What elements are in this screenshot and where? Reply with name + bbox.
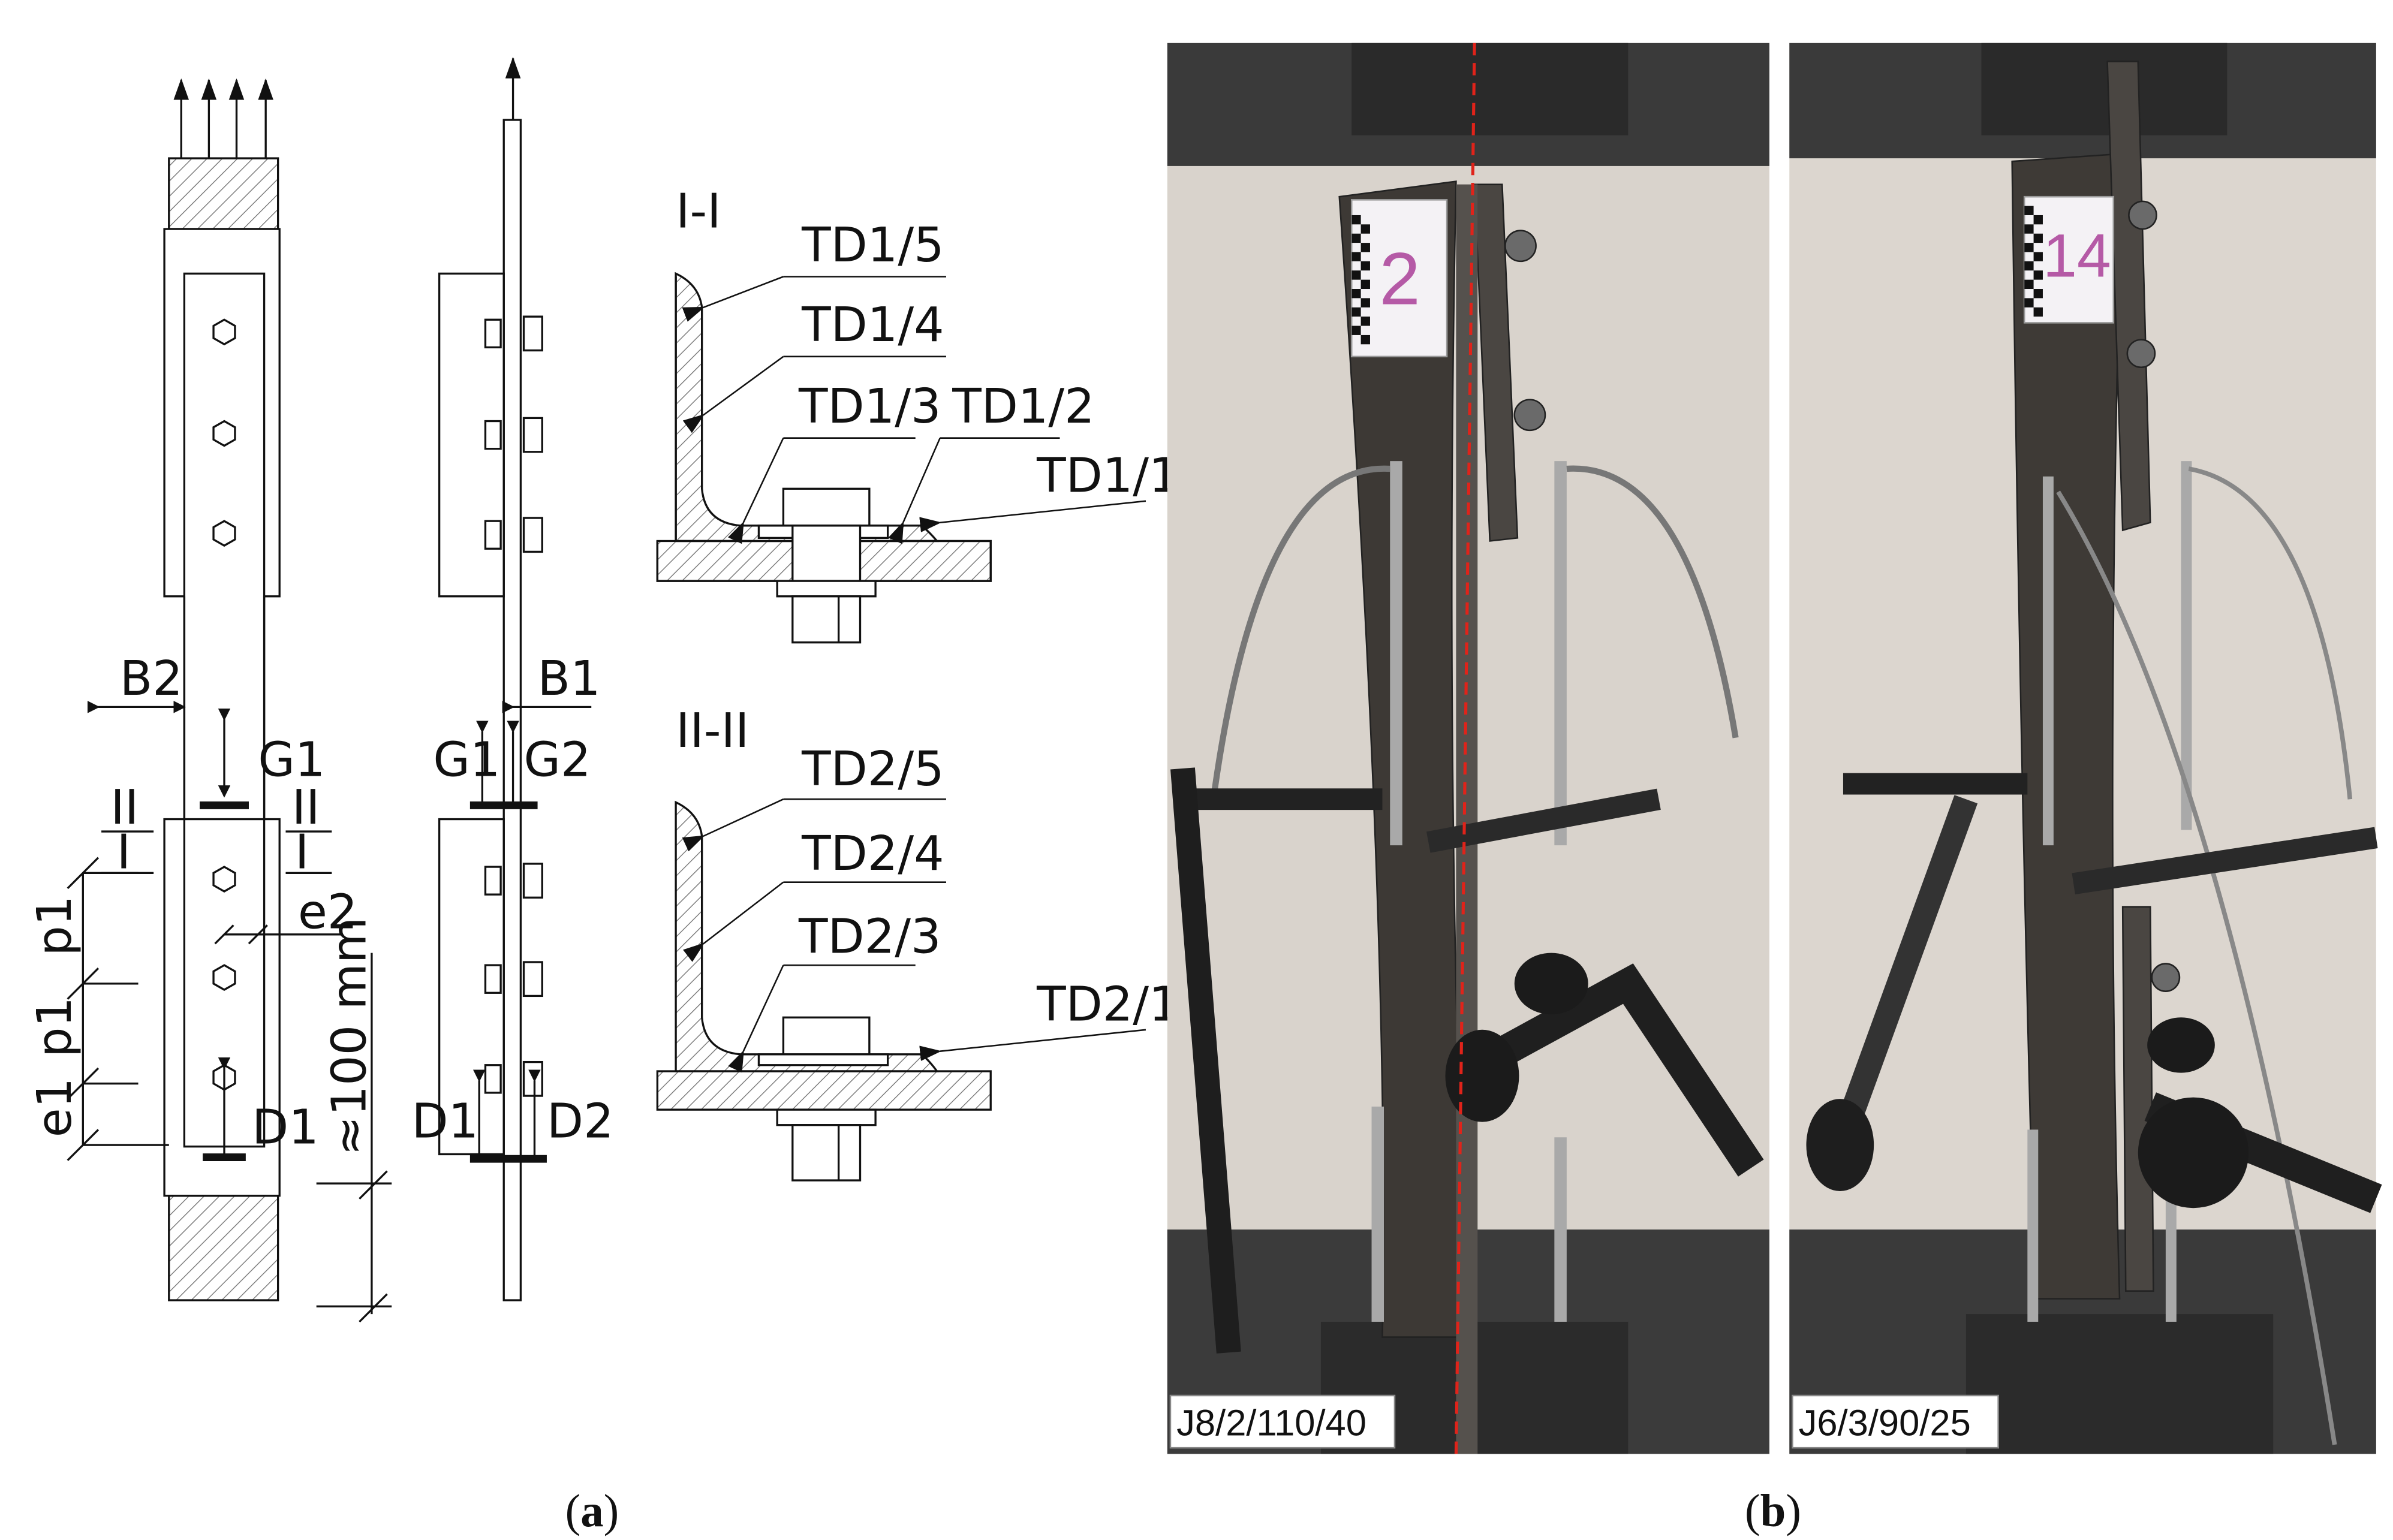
deformation-reference-line <box>1454 43 1476 1454</box>
section-I-drawing <box>656 272 1146 644</box>
front-view-labels: B2 G1 II II I I e2 p1 p1 e1 D1 <box>26 650 357 1155</box>
section-II-sensor-leaders <box>682 798 1146 1073</box>
label-G2-side: G2 <box>524 732 591 788</box>
section-I-labels: I-I TD1/5 TD1/4 TD1/3 TD1/2 TD1/1 <box>676 183 1179 503</box>
label-B2: B2 <box>120 650 183 706</box>
label-I-left: I <box>117 824 131 880</box>
side-bolts <box>484 315 543 1097</box>
label-dim-100mm: ≈100 mm <box>321 917 377 1156</box>
label-TD2-1: TD2/1 <box>1036 976 1179 1032</box>
label-e1: e1 <box>26 1078 82 1137</box>
label-p1-top: p1 <box>26 896 82 956</box>
section-II-drawing <box>656 798 1146 1182</box>
central-strip <box>183 272 266 1148</box>
section-II-title: II-II <box>676 703 749 758</box>
label-TD1-1: TD1/1 <box>1036 447 1179 503</box>
label-D2-side: D2 <box>547 1093 614 1149</box>
marker-number-2: 14 <box>2043 221 2111 290</box>
side-upper-plate <box>438 272 505 598</box>
specimen-label-1: J8/2/110/40 <box>1176 1403 1366 1444</box>
side-lower-plate <box>438 818 505 1156</box>
caption-b: (b) <box>1745 1485 1801 1536</box>
side-strip <box>502 119 522 1301</box>
front-view-diagram <box>67 78 341 1301</box>
lower-grip <box>168 1195 279 1301</box>
section-II-labels: II-II TD2/5 TD2/4 TD2/3 TD2/1 <box>676 703 1179 1032</box>
label-II-right: II <box>292 779 320 835</box>
label-TD2-4: TD2/4 <box>801 825 944 881</box>
caption-a: (a) <box>565 1485 619 1536</box>
label-D1-front: D1 <box>252 1099 319 1155</box>
label-TD1-3: TD1/3 <box>798 378 941 434</box>
label-p1-bottom: p1 <box>26 997 82 1057</box>
label-TD2-3: TD2/3 <box>798 909 941 965</box>
label-G1-front: G1 <box>258 732 325 788</box>
side-view-labels: B1 G1 G2 D1 D2 ≈100 mm <box>321 650 614 1156</box>
label-TD2-5: TD2/5 <box>801 741 944 797</box>
section-I-title: I-I <box>676 183 721 239</box>
tension-arrows-icon <box>173 78 273 159</box>
label-B1: B1 <box>538 650 601 706</box>
marker-number-1: 2 <box>1379 239 1420 321</box>
upper-grip <box>168 157 279 230</box>
section-I-sensor-leaders <box>682 276 1146 544</box>
label-TD1-5: TD1/5 <box>801 217 944 273</box>
specimen-label-2: J6/3/90/25 <box>1799 1403 1971 1444</box>
label-D1-side: D1 <box>412 1093 479 1149</box>
label-G1-side: G1 <box>433 732 500 788</box>
label-TD1-2: TD1/2 <box>952 378 1094 434</box>
photo-specimen-2: 14 J6/3/90/25 <box>1789 43 2382 1454</box>
side-view-diagram <box>316 56 592 1323</box>
bolt-holes <box>212 318 236 1091</box>
label-e2: e2 <box>298 884 357 940</box>
label-II-left: II <box>110 779 139 835</box>
photo-specimen-1: 2 J8/2/110/40 <box>1167 43 1769 1454</box>
label-TD1-4: TD1/4 <box>801 297 944 352</box>
label-I-right: I <box>295 824 309 880</box>
